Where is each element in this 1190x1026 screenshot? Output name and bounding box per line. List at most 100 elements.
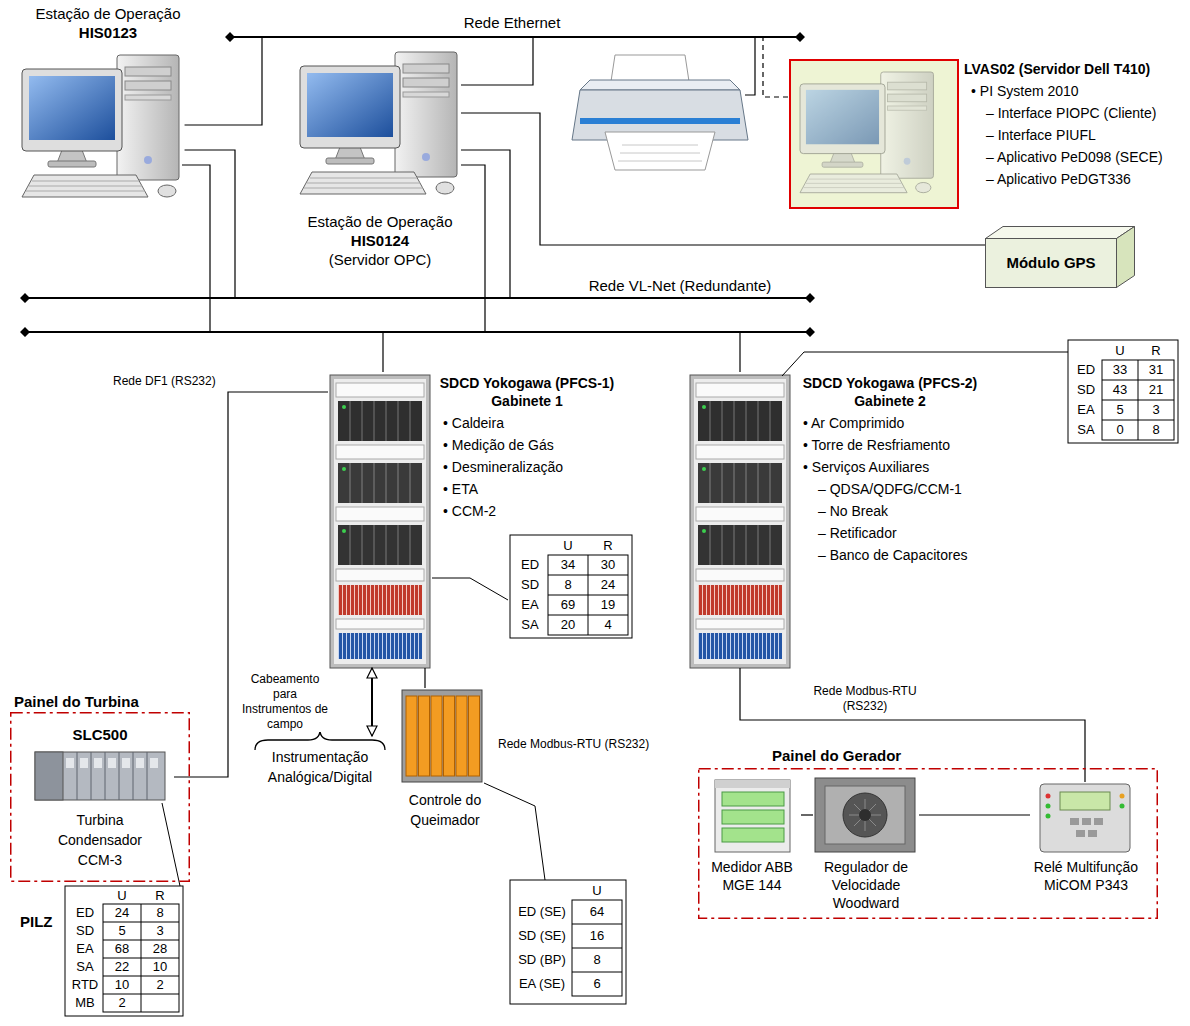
node-label: – Interface PIUFL — [986, 126, 1096, 144]
panel-border — [699, 769, 1158, 919]
plc-icon — [35, 752, 165, 800]
io-table-grid — [510, 535, 632, 638]
node-label: Estação de Operação — [307, 212, 452, 231]
node-label: Estação de Operação — [35, 4, 180, 23]
burner-controller-icon — [419, 696, 430, 776]
connector — [382, 333, 383, 372]
node-label: SLC500 — [72, 725, 127, 744]
table-cell: 24 — [115, 905, 129, 921]
node-label: Módulo GPS — [1006, 253, 1095, 272]
node-label: Medidor ABB MGE 144 — [707, 858, 797, 894]
node-label: SDCD Yokogawa (PFCS-2) — [803, 374, 978, 392]
table-cell: 16 — [590, 928, 604, 944]
connection-label: Rede Modbus-RTU (RS232) — [810, 684, 920, 714]
network-bus: Rede Ethernet — [230, 12, 800, 38]
io-table-grid — [548, 555, 628, 635]
node-label: LVAS02 (Servidor Dell T410) — [964, 60, 1150, 78]
printer-icon — [580, 118, 740, 124]
leader-line — [484, 783, 545, 880]
leader-line — [162, 803, 180, 886]
cabinet-icon — [690, 375, 790, 668]
burner-controller-icon — [402, 690, 482, 782]
table-cell: 33 — [1113, 362, 1127, 378]
connector — [801, 814, 813, 815]
table-cell: SD — [521, 577, 539, 593]
leader-line — [782, 352, 1068, 376]
protection-relay-icon — [1046, 804, 1051, 809]
connector — [740, 668, 1085, 782]
control-cabinet: SDCD Yokogawa (PFCS-1)Gabinete 1• Caldei… — [328, 372, 620, 668]
table-cell: 8 — [593, 952, 600, 968]
network-bus-line — [230, 36, 800, 38]
table-cell: 20 — [561, 617, 575, 633]
table-cell: 19 — [601, 597, 615, 613]
node-label: HIS0123 — [79, 23, 137, 42]
table-cell: SA — [521, 617, 538, 633]
connection-label: Cabeamento para Instrumentos de campo — [237, 672, 333, 732]
connector — [424, 668, 425, 688]
protection-relay-icon — [1040, 784, 1130, 852]
speed-governor-icon — [843, 793, 887, 837]
leader-line — [432, 578, 508, 600]
node-label: • Serviços Auxiliares — [803, 458, 929, 476]
table-cell: 31 — [1149, 362, 1163, 378]
module-box-front — [986, 239, 1117, 288]
burner-controller-icon — [469, 696, 480, 776]
burner-controller-icon — [406, 696, 417, 776]
table-cell: 8 — [564, 577, 571, 593]
table-cell: 2 — [156, 977, 163, 993]
connector — [739, 333, 740, 372]
server-icon — [790, 60, 958, 208]
table-cell: 3 — [1152, 402, 1159, 418]
power-meter-icon — [722, 810, 784, 824]
io-table-grid — [103, 904, 179, 1012]
table-cell: 8 — [1152, 422, 1159, 438]
gps-module: Módulo GPS — [985, 226, 1135, 288]
node-label: – Interface PIOPC (Cliente) — [986, 104, 1156, 122]
table-cell: SD (SE) — [518, 928, 566, 944]
table-cell: EA (SE) — [519, 976, 565, 992]
cabinet-icon — [330, 375, 430, 668]
network-bus-line — [20, 32, 815, 337]
device-label: PILZ — [20, 912, 53, 931]
node-label: • CCM-2 — [443, 502, 496, 520]
table-cell: SA — [1077, 422, 1094, 438]
equipment-panel: Painel do TurbinaSLC500Turbina Condensad… — [10, 712, 190, 882]
table-cell: 24 — [601, 577, 615, 593]
table-cell: MB — [75, 995, 95, 1011]
io-table-grid — [65, 886, 183, 1016]
power-meter-icon — [722, 828, 784, 842]
io-table-grid — [65, 340, 1178, 1016]
cable — [745, 37, 755, 95]
power-meter-icon — [715, 780, 790, 788]
table-header: R — [603, 538, 612, 554]
panel-border — [11, 713, 190, 882]
protection-relay-icon — [1060, 792, 1110, 810]
node-label: HIS0124 — [351, 231, 409, 250]
connector — [763, 38, 788, 97]
network-bus: Rede VL-Net (Redundante) — [25, 297, 810, 333]
table-cell: 2 — [118, 995, 125, 1011]
burner-controller-icon — [431, 696, 442, 776]
table-cell: 10 — [115, 977, 129, 993]
node-label: Instrumentação Analógica/Digital — [261, 747, 379, 787]
node-label: Gabinete 1 — [491, 392, 563, 410]
speed-governor-icon — [859, 809, 871, 821]
table-cell: 30 — [601, 557, 615, 573]
server: LVAS02 (Servidor Dell T410)• PI System 2… — [788, 58, 1183, 210]
node-label: Gabinete 2 — [854, 392, 926, 410]
network-bus-line — [20, 32, 815, 337]
connector-group — [174, 38, 1085, 815]
table-cell: 6 — [593, 976, 600, 992]
plc-icon — [35, 752, 165, 800]
node-label: – Banco de Capacitores — [818, 546, 967, 564]
table-cell: 22 — [115, 959, 129, 975]
control-cabinet: SDCD Yokogawa (PFCS-2)Gabinete 2• Ar Com… — [688, 372, 985, 668]
node-label: Painel do Turbina — [14, 692, 139, 711]
protection-relay-icon — [1120, 794, 1125, 799]
node-label: – QDSA/QDFG/CCM-1 — [818, 480, 962, 498]
operator-station: Estação de OperaçãoHIS0123 — [8, 0, 185, 200]
io-table-grid — [1102, 360, 1174, 440]
table-cell: ED — [76, 905, 94, 921]
io-table-grid — [548, 555, 628, 635]
